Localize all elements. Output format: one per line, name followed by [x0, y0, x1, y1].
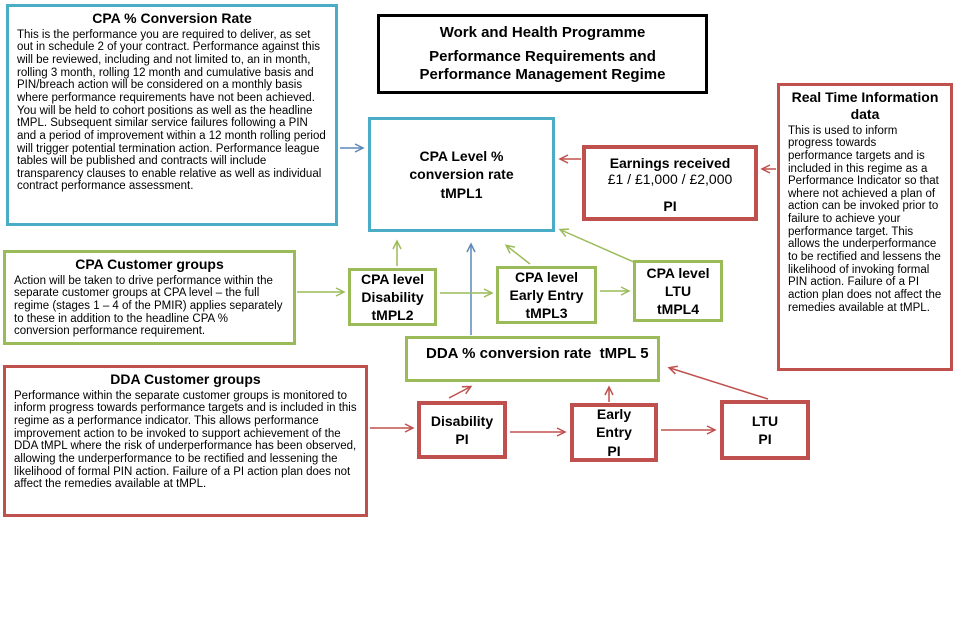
dda-customer-groups-body: Performance within the separate customer… [14, 389, 357, 491]
cpa-level-tmpl1-label: CPA Level % conversion rate tMPL1 [409, 148, 514, 201]
cpa-level-tmpl1-box: CPA Level % conversion rate tMPL1 [368, 117, 555, 232]
header-box: Work and Health Programme Performance Re… [377, 14, 708, 94]
rti-title: Real Time Information data [791, 89, 939, 122]
dda-conversion-rate-label: DDA % conversion rate tMPL 5 [426, 345, 649, 362]
arrow-disability-pi-to-dda-rate [448, 385, 473, 399]
cpa-customer-groups-body: Action will be taken to drive performanc… [14, 274, 283, 338]
arrow-tmpl3-to-tmpl1 [504, 244, 531, 265]
tmpl3-label: CPA level Early Entry tMPL3 [509, 268, 584, 322]
arrow-ltu-pi-to-dda-rate [667, 365, 769, 400]
earnings-pi-label: PI [663, 198, 677, 214]
disability-pi-label: Disability PI [430, 412, 494, 447]
earnings-title: Earnings received [609, 155, 731, 171]
rti-box: Real Time Information data This is used … [777, 83, 953, 371]
dda-conversion-rate-tmpl5-box: DDA % conversion rate tMPL 5 [405, 336, 660, 382]
rti-body: This is used to inform progress towards … [788, 124, 942, 314]
cpa-conversion-rate-body: This is the performance you are required… [17, 28, 326, 193]
earnings-box: Earnings received £1 / £1,000 / £2,000 P… [582, 145, 758, 221]
cpa-level-ltu-tmpl4-box: CPA level LTU tMPL4 [633, 260, 723, 322]
header-subtitle: Performance Requirements and Performance… [419, 47, 666, 84]
cpa-conversion-rate-box: CPA % Conversion Rate This is the perfor… [6, 4, 338, 226]
cpa-level-early-entry-tmpl3-box: CPA level Early Entry tMPL3 [496, 266, 597, 324]
cpa-customer-groups-title: CPA Customer groups [75, 256, 224, 272]
early-entry-pi-box: Early Entry PI [570, 403, 658, 462]
disability-pi-box: Disability PI [417, 401, 507, 459]
header-title: Work and Health Programme [439, 24, 646, 41]
dda-customer-groups-box: DDA Customer groups Performance within t… [3, 365, 368, 517]
earnings-amounts: £1 / £1,000 / £2,000 [607, 171, 733, 187]
tmpl2-label: CPA level Disability tMPL2 [360, 270, 425, 324]
ltu-pi-label: LTU PI [751, 412, 779, 447]
cpa-customer-groups-box: CPA Customer groups Action will be taken… [3, 250, 296, 345]
arrow-tmpl4-to-tmpl1 [558, 228, 637, 264]
tmpl4-label: CPA level LTU tMPL4 [646, 264, 710, 318]
early-entry-pi-label: Early Entry PI [596, 406, 632, 459]
cpa-conversion-rate-title: CPA % Conversion Rate [92, 10, 252, 26]
cpa-level-disability-tmpl2-box: CPA level Disability tMPL2 [348, 268, 437, 326]
ltu-pi-box: LTU PI [720, 400, 810, 460]
dda-customer-groups-title: DDA Customer groups [110, 371, 261, 387]
